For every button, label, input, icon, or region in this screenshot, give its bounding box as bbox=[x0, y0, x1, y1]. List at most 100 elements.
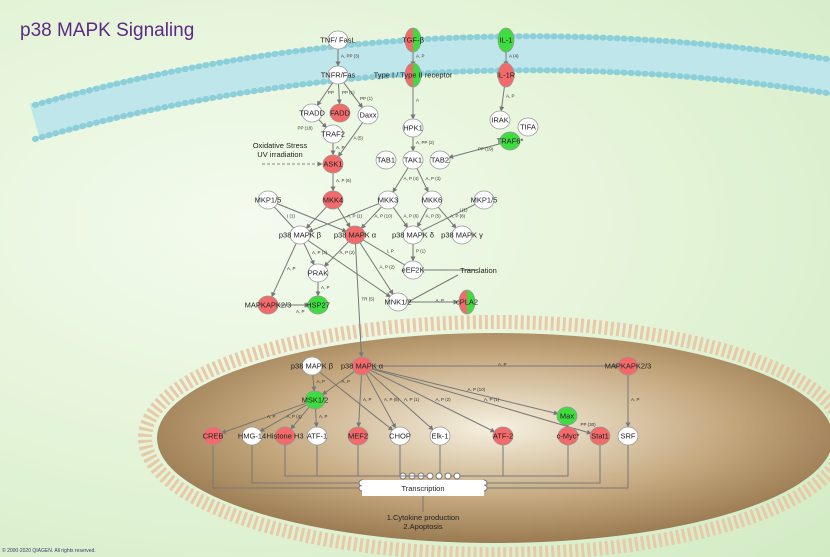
node-shape bbox=[344, 225, 366, 245]
node-label: IL-1 bbox=[500, 36, 513, 45]
node-cpla2[interactable]: cPLA2 bbox=[456, 289, 478, 315]
edge-label: A (5) bbox=[354, 136, 364, 141]
edge-mkk6-p38g bbox=[436, 205, 457, 229]
node-tab1[interactable]: TAB1 bbox=[375, 150, 397, 170]
node-hpk1[interactable]: HPK1 bbox=[402, 118, 424, 138]
node-eef2k[interactable]: eEF2K bbox=[402, 260, 425, 280]
node-ask1[interactable]: ASK1 bbox=[322, 154, 344, 174]
edge-label: A, P bbox=[363, 397, 372, 402]
edge-srf-transcription bbox=[484, 443, 629, 489]
node-traf2[interactable]: TRAF2 bbox=[321, 124, 345, 144]
translation-label: Translation bbox=[460, 266, 497, 275]
node-tak1[interactable]: TAK1 bbox=[402, 150, 424, 170]
node-max[interactable]: Max bbox=[556, 406, 578, 426]
node-shape bbox=[617, 356, 639, 376]
edge-label: I (1) bbox=[287, 214, 296, 219]
node-p38bn[interactable]: p38 MAPK β bbox=[291, 356, 334, 376]
edge-p38a-prak bbox=[323, 240, 350, 267]
node-mkp15l[interactable]: MKP1/5 bbox=[255, 190, 282, 210]
node-tgfr[interactable]: Type I / Type II receptor bbox=[374, 62, 453, 88]
edge-label: A, P bbox=[506, 94, 515, 99]
edge-creb-transcription bbox=[212, 443, 362, 489]
node-il1r[interactable]: IL-1R bbox=[497, 62, 516, 88]
node-hmg[interactable]: HMG-14 bbox=[238, 426, 266, 446]
node-stat1[interactable]: Stat1 bbox=[589, 426, 611, 446]
node-mapkapk[interactable]: MAPKAPK2/3 bbox=[245, 295, 292, 315]
node-shape bbox=[375, 150, 397, 170]
edge-label: A, P (2) bbox=[340, 250, 356, 255]
node-shape bbox=[421, 190, 443, 210]
edge-label: A, P (8) bbox=[450, 214, 466, 219]
edge-p38an-elk1 bbox=[367, 370, 434, 431]
node-atf2[interactable]: ATF-2 bbox=[492, 426, 514, 446]
node-mnk[interactable]: MNK1/2 bbox=[384, 292, 412, 312]
node-irak[interactable]: IRAK bbox=[489, 110, 511, 130]
node-atf1[interactable]: ATF-1 bbox=[306, 426, 328, 446]
node-shape bbox=[402, 225, 424, 245]
edge-tradd-traf2 bbox=[317, 118, 327, 128]
node-cmyc[interactable]: c-Myc* bbox=[557, 426, 580, 446]
node-mkk6[interactable]: MKK6 bbox=[421, 190, 443, 210]
node-label: ATF-2 bbox=[493, 432, 513, 441]
node-prak[interactable]: PRAK bbox=[307, 263, 329, 283]
node-tnf[interactable]: TNF/ FasL bbox=[320, 30, 356, 50]
node-p38b[interactable]: p38 MAPK β bbox=[279, 225, 322, 245]
node-mkk3[interactable]: MKK3 bbox=[377, 190, 399, 210]
node-shape bbox=[304, 390, 326, 410]
node-tgfb[interactable]: TGF-β bbox=[402, 27, 425, 53]
node-creb[interactable]: CREB bbox=[203, 426, 224, 446]
node-label: SRF bbox=[621, 432, 636, 441]
node-shape bbox=[322, 124, 344, 144]
node-fadd[interactable]: FADD bbox=[329, 103, 351, 123]
node-label: p38 MAPK β bbox=[279, 231, 322, 240]
edge-label: A, PP (3) bbox=[341, 54, 360, 59]
node-il1[interactable]: IL-1 bbox=[497, 27, 515, 53]
edge-label: A, P (10) bbox=[375, 214, 393, 219]
transcription-port bbox=[444, 472, 452, 480]
node-traf6[interactable]: TRAF6* bbox=[497, 131, 524, 151]
node-p38g[interactable]: p38 MAPK γ bbox=[441, 225, 483, 245]
edge-mkp15l-p38a bbox=[275, 202, 348, 233]
node-tnfr[interactable]: TNFR/Fas bbox=[321, 65, 356, 85]
copyright: © 2000-2020 QIAGEN. All rights reserved. bbox=[2, 548, 96, 554]
node-shape bbox=[556, 406, 578, 426]
edge-label: A, P bbox=[436, 298, 445, 303]
node-mapkapkn[interactable]: MAPKAPK2/3 bbox=[605, 356, 652, 376]
transcription-port bbox=[453, 472, 461, 480]
node-p38a[interactable]: p38 MAPK α bbox=[334, 225, 377, 245]
node-hsp27[interactable]: HSP27 bbox=[306, 295, 330, 315]
node-label: HMG-14 bbox=[238, 432, 266, 441]
node-mef2[interactable]: MEF2 bbox=[347, 426, 369, 446]
node-shape bbox=[387, 292, 409, 312]
transcription-port bbox=[435, 472, 443, 480]
node-elk1[interactable]: Elk-1 bbox=[429, 426, 451, 446]
node-histone[interactable]: Histone H3 bbox=[266, 426, 304, 446]
node-mkk4[interactable]: MKK4 bbox=[322, 190, 344, 210]
node-label: MEF2 bbox=[348, 432, 368, 441]
node-p38d[interactable]: p38 MAPK δ bbox=[392, 225, 434, 245]
node-tifa[interactable]: TIFA bbox=[517, 117, 539, 137]
node-daxx[interactable]: Daxx bbox=[357, 105, 379, 125]
node-shape bbox=[357, 105, 379, 125]
node-label: MKP1/5 bbox=[255, 196, 282, 205]
node-chop[interactable]: CHOP bbox=[389, 426, 411, 446]
node-msk[interactable]: MSK1/2 bbox=[302, 390, 329, 410]
edge-p38b-mnk bbox=[306, 239, 391, 298]
edge-label: A bbox=[416, 98, 419, 103]
edge-label: A, P (4) bbox=[287, 414, 303, 419]
node-label: TRAF2 bbox=[321, 130, 345, 139]
edge-label: A, P bbox=[416, 54, 425, 59]
node-srf[interactable]: SRF bbox=[617, 426, 639, 446]
node-p38an[interactable]: p38 MAPK α bbox=[341, 356, 384, 376]
node-tradd[interactable]: TRADD bbox=[299, 103, 325, 123]
node-tab2[interactable]: TAB2 bbox=[429, 150, 451, 170]
node-mkp15r[interactable]: MKP1/5 bbox=[471, 190, 498, 210]
edge-msk-atf1 bbox=[313, 407, 319, 428]
edge-tnfr-daxx bbox=[342, 81, 364, 109]
node-shape bbox=[617, 426, 639, 446]
edge-label: P (1) bbox=[416, 249, 426, 254]
node-label: TNFR/Fas bbox=[321, 71, 356, 80]
edge-label: A, PP (2) bbox=[416, 140, 435, 145]
node-label: TAB1 bbox=[377, 156, 395, 165]
edge-label: A, P bbox=[342, 379, 351, 384]
